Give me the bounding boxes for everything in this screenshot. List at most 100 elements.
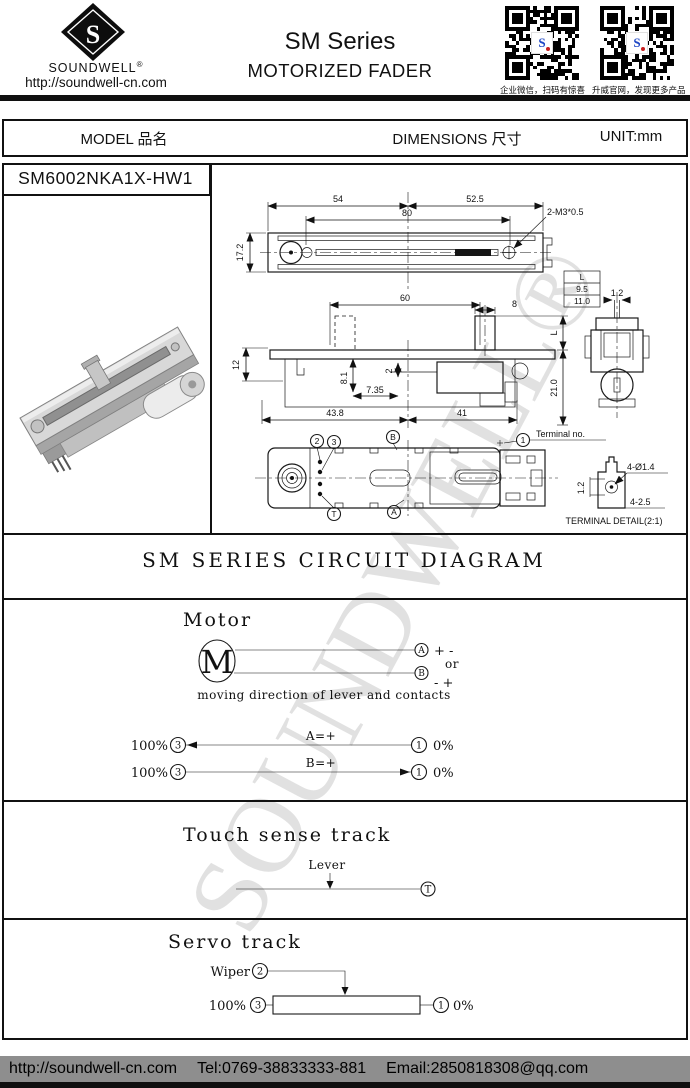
brand-text: SOUNDWELL — [48, 61, 137, 76]
qr-logo-letter: S — [633, 35, 641, 50]
qr-caption-website: 升威官网，发现更多产品 — [592, 85, 686, 95]
end-view: 1.2 — [584, 288, 650, 418]
logo-diamond — [61, 3, 125, 61]
section-divider-4 — [2, 918, 686, 920]
rowA-label: A=+ — [305, 729, 336, 743]
content-frame — [2, 163, 688, 1040]
rowA-left-pct: 100% — [131, 739, 168, 754]
terminal-A-callout: A — [391, 507, 397, 517]
rowB-label: B=+ — [306, 756, 336, 770]
qr-logo-letter: S — [538, 35, 546, 50]
dim-43-8: 43.8 — [326, 408, 344, 418]
registered-mark: ® — [136, 60, 144, 69]
qr-code-website: S — [600, 6, 674, 80]
circuit-diagram: Motor M A B + - or - + moving direction … — [131, 609, 474, 1015]
motor-section: Motor M A B + - or - + moving direction … — [131, 609, 459, 781]
header-site-url: http://soundwell-cn.com — [25, 75, 167, 90]
width-note: 4-2.5 — [630, 497, 651, 507]
rowA-right-term: 1 — [416, 741, 422, 752]
dim-52-5: 52.5 — [466, 194, 484, 204]
section-divider-2 — [2, 598, 686, 600]
or-label: or — [445, 657, 459, 671]
footer-site-url: http://soundwell-cn.com — [9, 1060, 178, 1077]
circuit-diagram-title: SM SERIES CIRCUIT DIAGRAM — [142, 548, 546, 572]
dim-80: 80 — [402, 208, 412, 218]
stroke-table-row1: 9.5 — [576, 284, 588, 294]
servo-heading: Servo track — [168, 931, 302, 953]
dim-41: 41 — [457, 408, 467, 418]
motor-terminal-B: B — [418, 669, 425, 679]
dim-1-2-pin: 1.2 — [611, 288, 624, 298]
dim-54: 54 — [333, 194, 343, 204]
footer-divider-band — [0, 1082, 690, 1088]
side-view: 60 8 12 8.1 2 7.35 43.8 41 — [231, 293, 568, 428]
dim-L: L — [549, 330, 559, 335]
spec-header-row: MODEL 品名 DIMENSIONS 尺寸 UNIT:mm — [2, 119, 688, 157]
dim-17-2: 17.2 — [235, 244, 245, 262]
series-title: SM Series — [284, 28, 396, 55]
motor-symbol: M — [201, 643, 234, 681]
stroke-table-row2: 11.0 — [574, 296, 590, 306]
dim-8: 8 — [512, 299, 517, 309]
hole-note: 4-Ø1.4 — [627, 462, 655, 472]
motor-caption: moving direction of lever and contacts — [197, 688, 451, 702]
dim-2: 2 — [384, 368, 394, 373]
servo-right-term: 1 — [438, 1001, 444, 1012]
product-title: MOTORIZED FADER — [247, 60, 433, 81]
dim-60: 60 — [400, 293, 410, 303]
dim-7-35: 7.35 — [366, 385, 384, 395]
screw-note: 2-M3*0.5 — [547, 207, 584, 217]
rowB-right-term: 1 — [416, 768, 422, 779]
qr-center-logo-icon: S — [626, 32, 648, 54]
stroke-length-table: L 9.5 11.0 — [563, 270, 601, 308]
polarity-B: - + — [434, 676, 453, 691]
photo-drawing-divider — [210, 163, 212, 533]
brand-name: SOUNDWELL® — [0, 60, 192, 75]
dim-8-1: 8.1 — [339, 372, 349, 385]
terminal-detail-caption: TERMINAL DETAIL(2:1) — [565, 516, 662, 526]
qr-center-logo-icon: S — [531, 32, 553, 54]
wiper-terminal: 2 — [257, 967, 263, 978]
unit-label: UNIT:mm — [599, 128, 663, 145]
dim-21: 21.0 — [549, 379, 559, 397]
motor-terminal-A: A — [417, 646, 425, 656]
servo-right-pct: 0% — [453, 999, 474, 1014]
terminal-B-callout: B — [390, 432, 396, 442]
qr-code-wechat: S — [505, 6, 579, 80]
model-column-label: MODEL 品名 — [80, 131, 168, 148]
footer-contact-bar: http://soundwell-cn.com Tel:0769-3883333… — [0, 1056, 690, 1082]
rowA-left-term: 3 — [175, 741, 181, 752]
lever-label: Lever — [308, 858, 345, 872]
rowB-left-pct: 100% — [131, 766, 168, 781]
servo-left-term: 3 — [255, 1001, 261, 1012]
footer-telephone: Tel:0769-38833333-881 — [197, 1060, 367, 1077]
servo-track-section: Servo track Wiper 2 100% 3 1 0% — [168, 931, 474, 1015]
product-photo — [19, 326, 205, 473]
servo-left-pct: 100% — [209, 999, 246, 1014]
bottom-view: 2 3 B 1 T A Terminal no. — [255, 429, 606, 522]
touch-sense-section: Touch sense track Lever T — [183, 824, 436, 897]
terminal-no-label: Terminal no. — [536, 429, 585, 439]
terminal-T-callout: T — [331, 509, 336, 519]
rowB-right-pct: 0% — [433, 766, 454, 781]
dim-1-2-terminal: 1.2 — [576, 482, 586, 495]
dimension-drawing: 54 52.5 80 17.2 2-M3*0.5 L 9.5 11.0 — [231, 192, 668, 526]
footer-email: Email:2850818308@qq.com — [386, 1060, 589, 1077]
dimensions-column-label: DIMENSIONS 尺寸 — [392, 131, 522, 148]
soundwell-logo-icon: S — [61, 3, 125, 61]
section-divider-1 — [2, 533, 686, 535]
rowA-right-pct: 0% — [433, 739, 454, 754]
section-divider-3 — [2, 800, 686, 802]
logo-letter: S — [86, 20, 100, 49]
qr-caption-wechat: 企业微信，扫码有惊喜 — [500, 85, 586, 95]
touch-terminal-T: T — [425, 885, 432, 896]
terminal-2-callout: 2 — [315, 436, 320, 446]
terminal-detail: 4-Ø1.4 4-2.5 1.2 TERMINAL DETAIL(2:1) — [565, 456, 668, 526]
model-number: SM6002NKA1X-HW1 — [2, 163, 211, 196]
rowB-left-term: 3 — [175, 768, 181, 779]
terminal-1-callout: 1 — [521, 435, 526, 445]
stroke-table-header: L — [580, 272, 585, 282]
motor-heading: Motor — [183, 609, 252, 631]
terminal-3-callout: 3 — [332, 437, 337, 447]
